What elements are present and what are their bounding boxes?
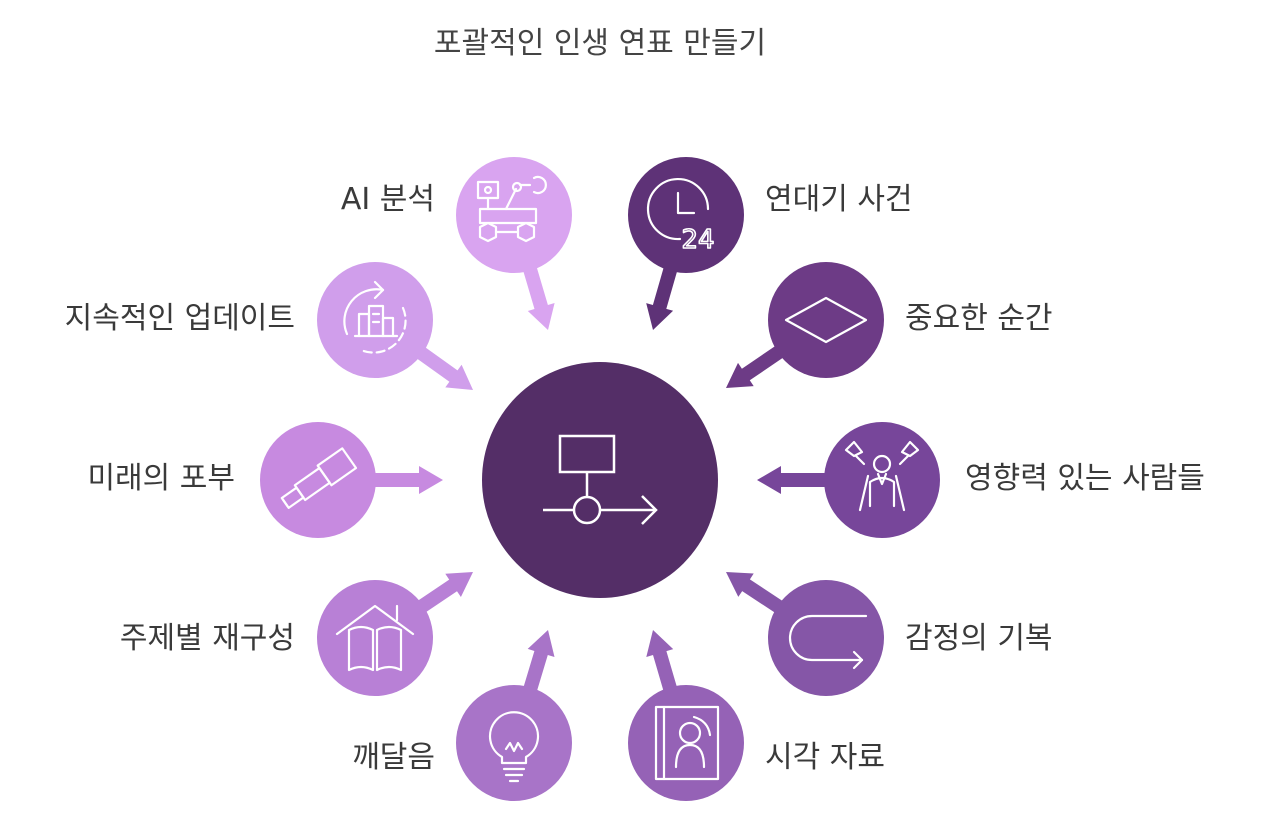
node-emotional-record <box>726 572 884 696</box>
label-realization: 깨달음 <box>352 740 435 775</box>
label-thematic-reconstruction: 주제별 재구성 <box>119 621 295 656</box>
label-important-moments: 중요한 순간 <box>905 301 1053 336</box>
label-continuous-update: 지속적인 업데이트 <box>64 301 295 336</box>
node-influential-people <box>757 422 940 538</box>
u-turn-arrow-icon <box>788 614 868 670</box>
label-influential-people: 영향력 있는 사람들 <box>965 461 1205 496</box>
realization-circle <box>456 685 572 801</box>
node-important-moments <box>726 262 884 388</box>
label-future-aspirations: 미래의 포부 <box>87 461 235 496</box>
future-aspirations-circle <box>260 422 376 538</box>
node-realization <box>456 630 572 801</box>
emotional-record-circle <box>768 580 884 696</box>
node-visual-materials <box>628 630 744 801</box>
flowchart-timeline-icon <box>543 434 658 525</box>
node-future-aspirations <box>260 422 443 538</box>
lightbulb-icon <box>488 711 540 783</box>
node-thematic-reconstruction <box>317 572 473 696</box>
node-ai-analysis <box>456 157 572 330</box>
center-circle <box>482 362 718 598</box>
center-hub <box>482 362 718 598</box>
refresh-building-icon <box>343 280 407 354</box>
house-book-icon <box>335 604 415 672</box>
node-continuous-update <box>317 262 473 390</box>
diagram-title: 포괄적인 인생 연표 만들기 <box>433 26 767 61</box>
chronological-events-circle <box>628 157 744 273</box>
robot-rover-icon <box>476 175 547 243</box>
label-chronological-events: 연대기 사건 <box>765 182 913 217</box>
label-emotional-record: 감정의 기복 <box>905 621 1053 656</box>
continuous-update-circle <box>317 262 433 378</box>
svg-text:24: 24 <box>681 225 714 255</box>
diamond-icon <box>784 296 868 344</box>
important-moments-circle <box>768 262 884 378</box>
label-visual-materials: 시각 자료 <box>765 740 885 775</box>
clock-24-icon: 24 <box>646 178 715 256</box>
person-spotlights-icon <box>844 440 920 512</box>
ai-analysis-circle <box>456 157 572 273</box>
label-ai-analysis: AI 분석 <box>340 182 435 217</box>
influential-people-circle <box>824 422 940 538</box>
telescope-icon <box>280 447 358 509</box>
node-chronological-events: 24 <box>628 157 744 330</box>
photo-album-icon <box>654 705 720 781</box>
thematic-reconstruction-circle <box>317 580 433 696</box>
